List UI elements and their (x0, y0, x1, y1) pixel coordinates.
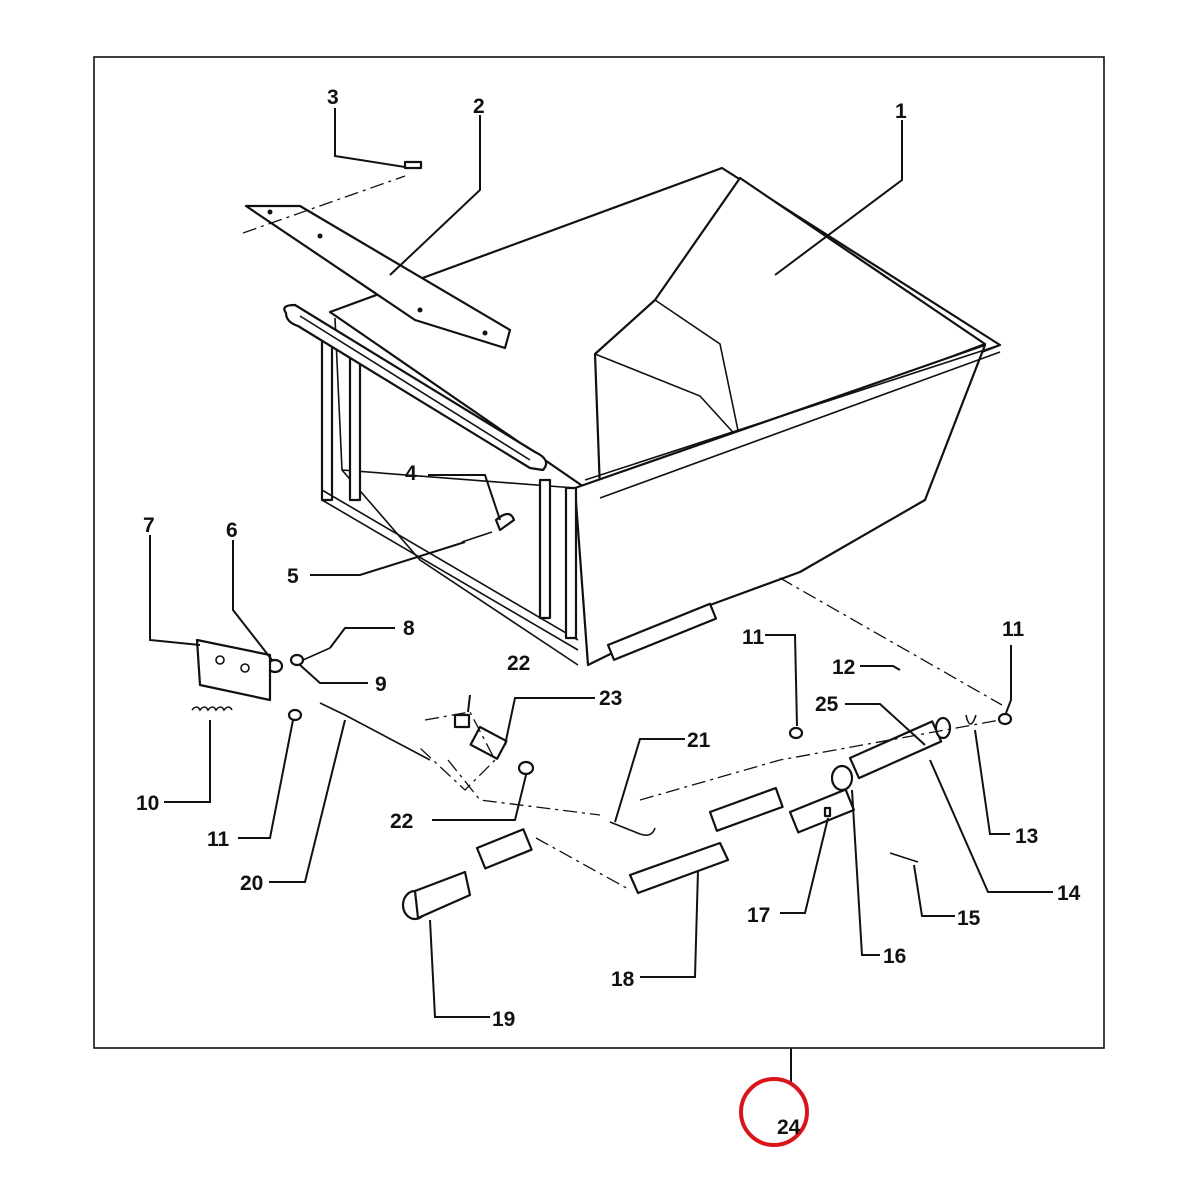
hopper-bin (283, 166, 1002, 667)
callout-15: 15 (957, 907, 981, 930)
callout-14: 14 (1057, 882, 1081, 905)
callout-4: 4 (405, 462, 417, 485)
callout-16: 16 (883, 945, 906, 968)
callout-11-c: 11 (1002, 618, 1025, 641)
callout-23: 23 (599, 687, 622, 710)
callout-19: 19 (492, 1008, 515, 1031)
callout-8: 8 (403, 617, 415, 640)
highlighted-callout-24: 24 (739, 1077, 809, 1147)
diagram-frame (93, 56, 1105, 1049)
callout-13: 13 (1015, 825, 1038, 848)
callout-21: 21 (687, 729, 711, 752)
callout-10: 10 (136, 792, 159, 815)
callout-25: 25 (815, 693, 839, 716)
callout-12: 12 (832, 656, 855, 679)
callout-11-a: 11 (207, 828, 230, 851)
callout-6: 6 (226, 519, 238, 542)
callout-1: 1 (895, 100, 907, 123)
cover-plate (242, 175, 512, 350)
callout-22-a: 22 (507, 652, 530, 675)
leader-lines (149, 108, 1053, 1085)
highlight-circle (739, 1077, 809, 1147)
callout-9: 9 (375, 673, 387, 696)
small-parts (191, 160, 1013, 921)
callout-labels: 1 2 3 4 5 6 7 8 9 10 11 11 11 12 13 14 1… (136, 86, 1081, 1031)
callout-18: 18 (611, 968, 635, 991)
callout-3: 3 (327, 86, 339, 109)
callout-20: 20 (240, 872, 263, 895)
callout-7: 7 (143, 514, 155, 537)
callout-22-b: 22 (390, 810, 413, 833)
callout-11-b: 11 (742, 626, 765, 649)
callout-2: 2 (473, 95, 485, 118)
callout-5: 5 (287, 565, 299, 588)
callout-24: 24 (777, 1116, 801, 1139)
callout-17: 17 (747, 904, 770, 927)
